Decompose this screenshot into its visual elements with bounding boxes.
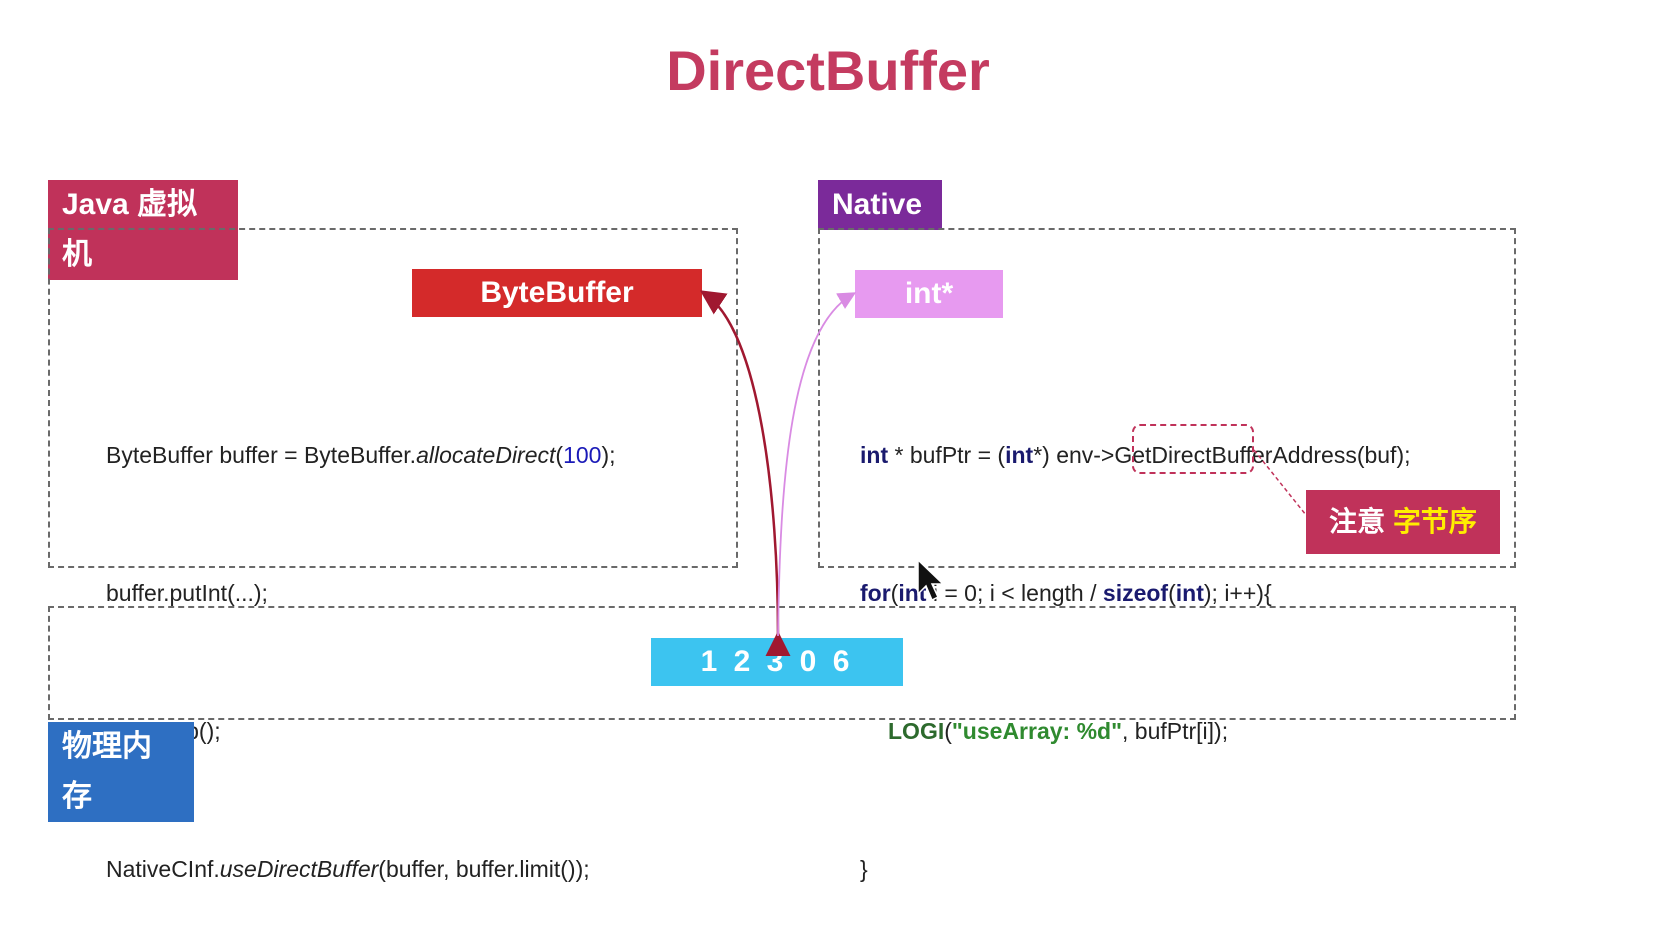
bytebuffer-block: ByteBuffer	[412, 269, 702, 317]
java-code-line-4: NativeCInf.useDirectBuffer(buffer, buffe…	[106, 856, 590, 882]
native-code: int * bufPtr = (int*) env->GetDirectBuff…	[860, 340, 1411, 938]
java-vm-tag: Java 虚拟机	[48, 180, 238, 280]
byte-order-note: 注意 字节序	[1306, 490, 1500, 554]
native-tag: Native	[818, 180, 942, 230]
java-code-line-2: buffer.putInt(...);	[106, 580, 268, 606]
page-title: DirectBuffer	[666, 39, 990, 102]
native-code-line-1: int * bufPtr = (int*) env->GetDirectBuff…	[860, 442, 1411, 468]
native-code-line-3: LOGI("useArray: %d", bufPtr[i]);	[888, 718, 1229, 744]
bufptr-highlight	[1132, 424, 1254, 474]
int-pointer-block: int*	[855, 270, 1003, 318]
memory-tag: 物理内存	[48, 722, 194, 822]
native-code-line-4: }	[860, 856, 868, 882]
memory-values-block: 1 2 3 0 6	[651, 638, 903, 686]
java-code-line-1: ByteBuffer buffer = ByteBuffer.allocateD…	[106, 442, 616, 468]
